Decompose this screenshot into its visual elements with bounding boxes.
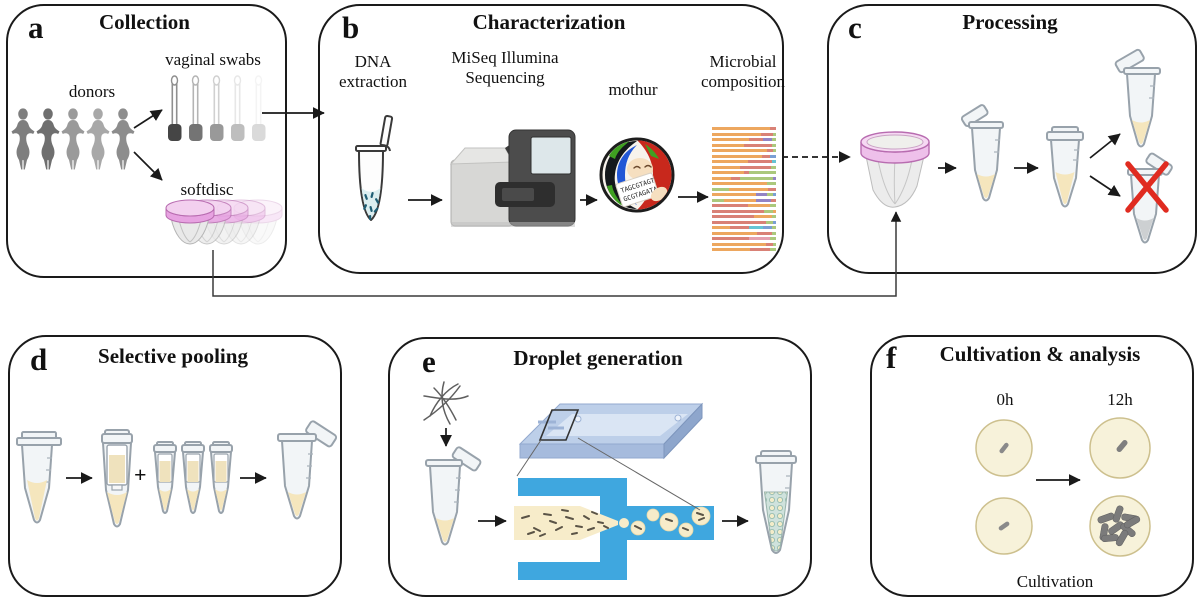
tube-closed-icon-d1 [16,431,62,524]
stacked-bar-row [712,149,776,152]
panel-letter-f: f [886,340,897,375]
stacked-bar-row [712,176,776,180]
donors-icon [11,108,135,170]
cryovial-small-icon-d4 [181,441,205,514]
stacked-bar-row [712,165,776,169]
label-12h: 12h [1107,390,1133,409]
tube-open-icon-c1 [960,104,1004,202]
stacked-bar-row [712,132,776,136]
cryovial-icon-d2 [101,429,133,528]
stacked-bar-row [712,226,776,229]
tube-rejected-icon-c4 [1127,152,1173,244]
panel-title-cultivation-analysis: Cultivation & analysis [939,342,1141,366]
stacked-bar-row [712,143,776,147]
stacked-bar-row [712,231,776,235]
cultivation-droplets-icon [975,417,1151,557]
label-mothur: mothur [608,80,658,99]
panel-a-collection [6,4,287,278]
label-softdisc: softdisc [180,180,234,199]
stacked-bar-row [712,237,776,240]
stacked-bar-row [712,220,776,224]
panel-title-collection: Collection [99,10,190,34]
dna-tube-icon [355,115,394,221]
softdisc-large-icon [860,131,930,208]
panel-title-selective-pooling: Selective pooling [98,344,248,368]
microbial-composition-chart [712,127,776,251]
stacked-bar-row [712,171,776,174]
stacked-bar-row [712,160,776,163]
stacked-bar-row [712,138,776,141]
softdisc-row-icon: .sd-pouch{fill:#e9e9e9;stroke:#b5b5b5;st… [165,199,283,245]
stacked-bar-row [712,127,776,130]
cryovial-small-icon-d3 [153,441,177,514]
stacked-bar-row [712,154,776,158]
panel-f-cultivation [870,335,1194,597]
panel-letter-e: e [422,344,436,379]
label-vaginal-swabs: vaginal swabs [165,50,261,69]
label-donors: donors [68,82,116,101]
tube-open-icon-c3-keep [1114,48,1161,148]
panel-letter-b: b [342,10,360,45]
label-cultivation: Cultivation [1016,572,1094,591]
tube-open-icon-e1 [425,446,482,546]
vaginal-swabs-icon: g:nth-of-type(1) .cap{fill:#454545;} g:n… [167,75,267,142]
stacked-bar-row [712,182,776,185]
stacked-bar-row [712,248,776,251]
panel-d-selective-pooling [8,335,342,597]
panel-title-droplet-generation: Droplet generation [513,346,683,370]
stacked-bar-row [712,198,776,202]
panel-letter-c: c [848,10,862,45]
mothur-logo-icon: TAGCGTAGT GCGTAGATA [599,137,675,213]
droplet-tube-icon [755,450,797,554]
stacked-bar-row [712,193,776,196]
stacked-bar-row [712,242,776,246]
label-dna-extraction: DNA extraction [339,52,407,91]
droplet-junction-icon [514,470,718,588]
tube-open-icon-d6 [277,420,338,520]
scribble-icon [423,381,469,425]
panel-e-droplet-generation [388,337,812,597]
panel-c-processing [827,4,1197,274]
sequencer-icon [449,129,576,227]
panel-title-characterization: Characterization [472,10,626,34]
label-0h: 0h [996,390,1014,409]
panel-title-processing: Processing [962,10,1058,34]
microfluidic-chip-icon [518,402,704,460]
panel-letter-d: d [30,342,48,377]
stacked-bar-row [712,215,776,218]
plus-sign: + [134,462,147,487]
cryovial-small-icon-d5 [209,441,233,514]
stacked-bar-row [712,204,776,207]
stacked-bar-row [712,187,776,191]
stacked-bar-row [712,209,776,213]
label-miseq-sequencing: MiSeq Illumina Sequencing [451,48,559,87]
panel-letter-a: a [28,10,44,45]
label-microbial-composition: Microbial composition [700,52,786,91]
tube-closed-icon-c2 [1046,126,1084,208]
